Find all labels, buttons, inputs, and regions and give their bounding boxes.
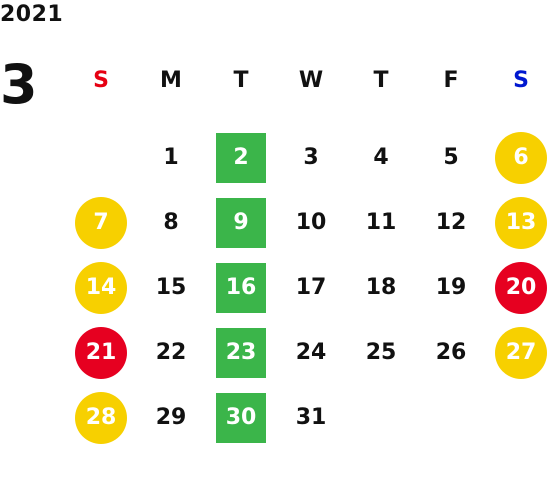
year-label: 2021: [0, 2, 64, 27]
holiday-day-circle: 21: [75, 326, 127, 379]
calendar-day: 18: [365, 275, 397, 300]
calendar-day: 22: [155, 340, 187, 365]
calendar-day-cell: 19: [416, 255, 486, 320]
calendar-day-cell: 24: [276, 320, 346, 385]
calendar-day-cell: 9: [206, 190, 276, 255]
calendar-day: 10: [295, 210, 327, 235]
weekend-day-circle: 7: [75, 196, 127, 249]
calendar-day: 19: [435, 275, 467, 300]
weekday-friday: F: [443, 67, 459, 93]
calendar-day: 26: [435, 340, 467, 365]
calendar-day-cell: 1: [136, 125, 206, 190]
calendar-day: 31: [295, 405, 327, 430]
calendar-day-cell: 13: [486, 190, 548, 255]
calendar-day-cell: 4: [346, 125, 416, 190]
calendar-day-cell: 20: [486, 255, 548, 320]
weekday-thursday: T: [373, 67, 389, 93]
calendar-day-cell: 21: [66, 320, 136, 385]
calendar-day-cell: 12: [416, 190, 486, 255]
calendar-day-cell: 11: [346, 190, 416, 255]
calendar-day-cell: [416, 385, 486, 450]
calendar-day-cell: 3: [276, 125, 346, 190]
calendar-day-cell: 27: [486, 320, 548, 385]
calendar-day: 29: [155, 405, 187, 430]
calendar-day: 15: [155, 275, 187, 300]
marked-day-square: 30: [216, 392, 266, 443]
calendar-day: 11: [365, 210, 397, 235]
calendar-day: 17: [295, 275, 327, 300]
calendar-day-cell: 30: [206, 385, 276, 450]
calendar-day-cell: 23: [206, 320, 276, 385]
calendar-day-cell: 18: [346, 255, 416, 320]
calendar-day-cell: 15: [136, 255, 206, 320]
calendar-day-cell: 6: [486, 125, 548, 190]
calendar-day: 25: [365, 340, 397, 365]
weekend-day-circle: 6: [495, 131, 547, 184]
calendar-day-cell: 17: [276, 255, 346, 320]
weekday-sunday: S: [93, 67, 109, 93]
weekday-saturday: S: [513, 67, 529, 93]
calendar-day-cell: 25: [346, 320, 416, 385]
calendar-day: 12: [435, 210, 467, 235]
calendar-day-cell: 8: [136, 190, 206, 255]
calendar-day-cell: 2: [206, 125, 276, 190]
calendar-day: 5: [443, 145, 459, 170]
calendar-day-cell: [66, 125, 136, 190]
calendar-day-cell: 7: [66, 190, 136, 255]
calendar-day-cell: 16: [206, 255, 276, 320]
calendar-day: 4: [373, 145, 389, 170]
weekday-wednesday: W: [298, 67, 324, 93]
weekend-day-circle: 28: [75, 391, 127, 444]
weekday-tuesday: T: [233, 67, 249, 93]
calendar-day-cell: 22: [136, 320, 206, 385]
holiday-day-circle: 20: [495, 261, 547, 314]
marked-day-square: 16: [216, 262, 266, 313]
calendar-day-cell: 31: [276, 385, 346, 450]
calendar-day: 8: [163, 210, 179, 235]
marked-day-square: 2: [216, 132, 266, 183]
calendar-day: 24: [295, 340, 327, 365]
calendar-day-cell: 5: [416, 125, 486, 190]
calendar-day-cell: 26: [416, 320, 486, 385]
weekend-day-circle: 13: [495, 196, 547, 249]
calendar-day-cell: 10: [276, 190, 346, 255]
calendar-day-cell: 29: [136, 385, 206, 450]
calendar-day: 1: [163, 145, 179, 170]
marked-day-square: 9: [216, 197, 266, 248]
calendar-day-cell: 14: [66, 255, 136, 320]
calendar-day-cell: [486, 385, 548, 450]
calendar-day-cell: 28: [66, 385, 136, 450]
weekday-monday: M: [160, 67, 182, 93]
calendar-day-cell: [346, 385, 416, 450]
weekend-day-circle: 14: [75, 261, 127, 314]
calendar-day: 3: [303, 145, 319, 170]
month-number: 3: [0, 53, 38, 116]
marked-day-square: 23: [216, 327, 266, 378]
weekend-day-circle: 27: [495, 326, 547, 379]
